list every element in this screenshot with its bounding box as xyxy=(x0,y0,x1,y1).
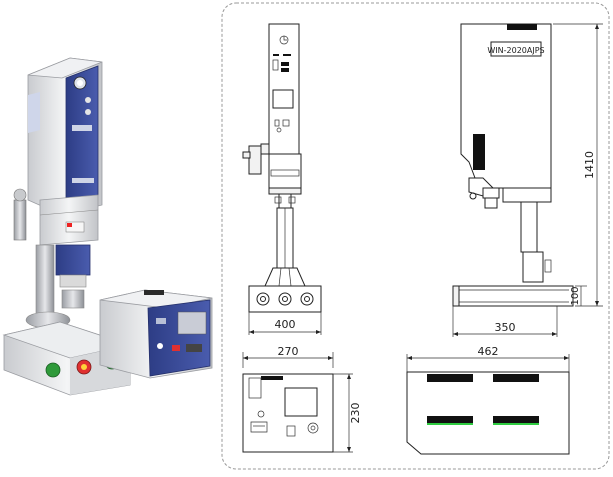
dim-side-base-height: 100 xyxy=(570,286,581,305)
dim-side-height: 1410 xyxy=(583,151,596,179)
technical-drawing: 400 WIN-2020AJPS xyxy=(221,2,611,471)
dim-top-width-right: 462 xyxy=(478,345,499,358)
top-view-left: 270 230 xyxy=(242,345,362,453)
top-view-right: 462 xyxy=(406,345,570,455)
dim-top-width-left: 270 xyxy=(278,345,299,358)
machine-photo xyxy=(0,0,222,473)
model-label: WIN-2020AJPS xyxy=(487,46,544,55)
dim-top-height-left: 230 xyxy=(349,403,362,424)
dim-front-width: 400 xyxy=(275,318,296,331)
side-view: WIN-2020AJPS 1410 xyxy=(452,23,603,337)
machine-photo-illustration xyxy=(2,57,213,396)
dim-side-depth: 350 xyxy=(495,321,516,334)
front-view: 400 xyxy=(242,23,322,335)
technical-drawing-canvas: 400 WIN-2020AJPS xyxy=(221,2,610,470)
